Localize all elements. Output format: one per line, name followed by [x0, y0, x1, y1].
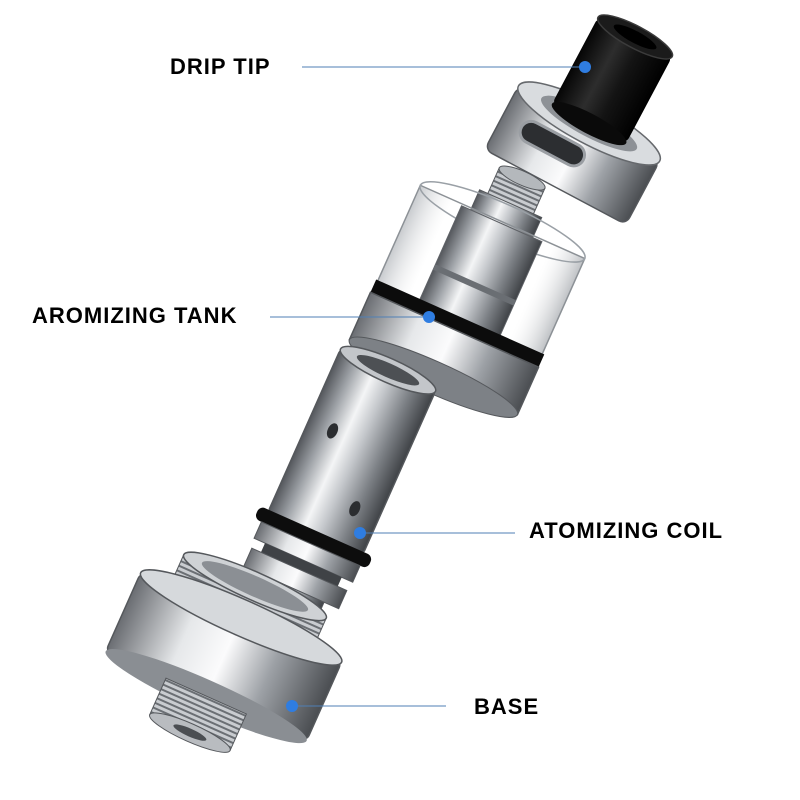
- base: [105, 551, 343, 753]
- aromizing-tank: [348, 165, 586, 418]
- drip-tip-marker-dot: [579, 61, 591, 73]
- atomizing-coil-label: ATOMIZING COIL: [529, 518, 724, 543]
- drip-tip-label: DRIP TIP: [170, 54, 271, 79]
- tank-marker-dot: [423, 311, 435, 323]
- callout-lines: [270, 66, 585, 707]
- coil-marker-dot: [354, 527, 366, 539]
- tank-oring: [370, 279, 545, 368]
- drip-tip: [551, 14, 674, 146]
- base-label: BASE: [474, 694, 540, 719]
- airflow-slot: [518, 119, 587, 168]
- base-marker-dot: [286, 700, 298, 712]
- drip-tip-assembly: [486, 14, 674, 223]
- aromizing-tank-label: AROMIZING TANK: [32, 303, 238, 328]
- marker-dots: [286, 61, 591, 712]
